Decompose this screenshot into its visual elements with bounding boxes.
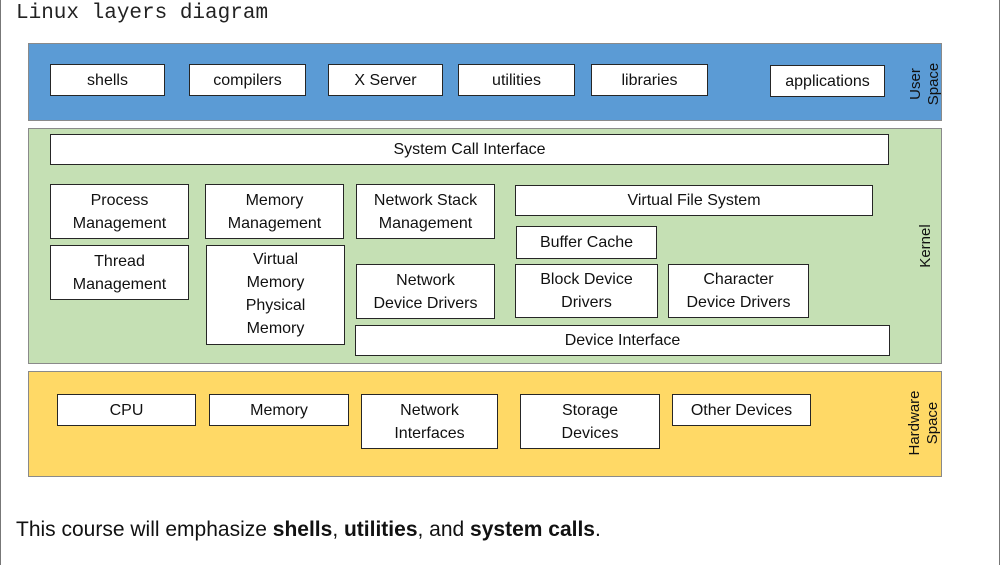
storage-devices-box: Storage Devices (520, 394, 660, 449)
character-device-drivers-box: Character Device Drivers (668, 264, 809, 318)
course-emphasis-text: This course will emphasize shells, utili… (16, 514, 601, 546)
applications-box: applications (770, 65, 885, 97)
shells-box: shells (50, 64, 165, 96)
x-server-box: X Server (328, 64, 443, 96)
footer-separator-1: , (332, 518, 344, 541)
footer-suffix: . (594, 518, 601, 541)
utilities-box: utilities (458, 64, 575, 96)
memory-management-box: Memory Management (205, 184, 344, 239)
network-device-drivers-box: Network Device Drivers (356, 264, 495, 319)
left-border-line (0, 0, 1, 565)
virtual-file-system-box: Virtual File System (515, 185, 873, 216)
footer-separator-2: , and (417, 518, 471, 541)
block-device-drivers-box: Block Device Drivers (515, 264, 658, 318)
libraries-box: libraries (591, 64, 708, 96)
footer-prefix: This course will emphasize (16, 518, 273, 541)
process-management-box: Process Management (50, 184, 189, 239)
footer-term-system-calls: system calls (470, 518, 595, 541)
hardware-memory-box: Memory (209, 394, 349, 426)
cpu-box: CPU (57, 394, 196, 426)
kernel-label: Kernel (917, 224, 934, 268)
user-space-label: User Space (907, 62, 942, 106)
footer-term-utilities: utilities (343, 518, 418, 541)
virtual-physical-memory-box: Virtual Memory Physical Memory (206, 245, 345, 345)
network-stack-management-box: Network Stack Management (356, 184, 495, 239)
thread-management-box: Thread Management (50, 245, 189, 300)
system-call-interface-box: System Call Interface (50, 134, 889, 165)
other-devices-box: Other Devices (672, 394, 811, 426)
network-interfaces-box: Network Interfaces (361, 394, 498, 449)
device-interface-box: Device Interface (355, 325, 890, 356)
buffer-cache-box: Buffer Cache (516, 226, 657, 259)
hardware-space-label: Hardware Space (906, 390, 941, 456)
page-title: Linux layers diagram (16, 2, 269, 25)
compilers-box: compilers (189, 64, 306, 96)
footer-term-shells: shells (272, 518, 333, 541)
